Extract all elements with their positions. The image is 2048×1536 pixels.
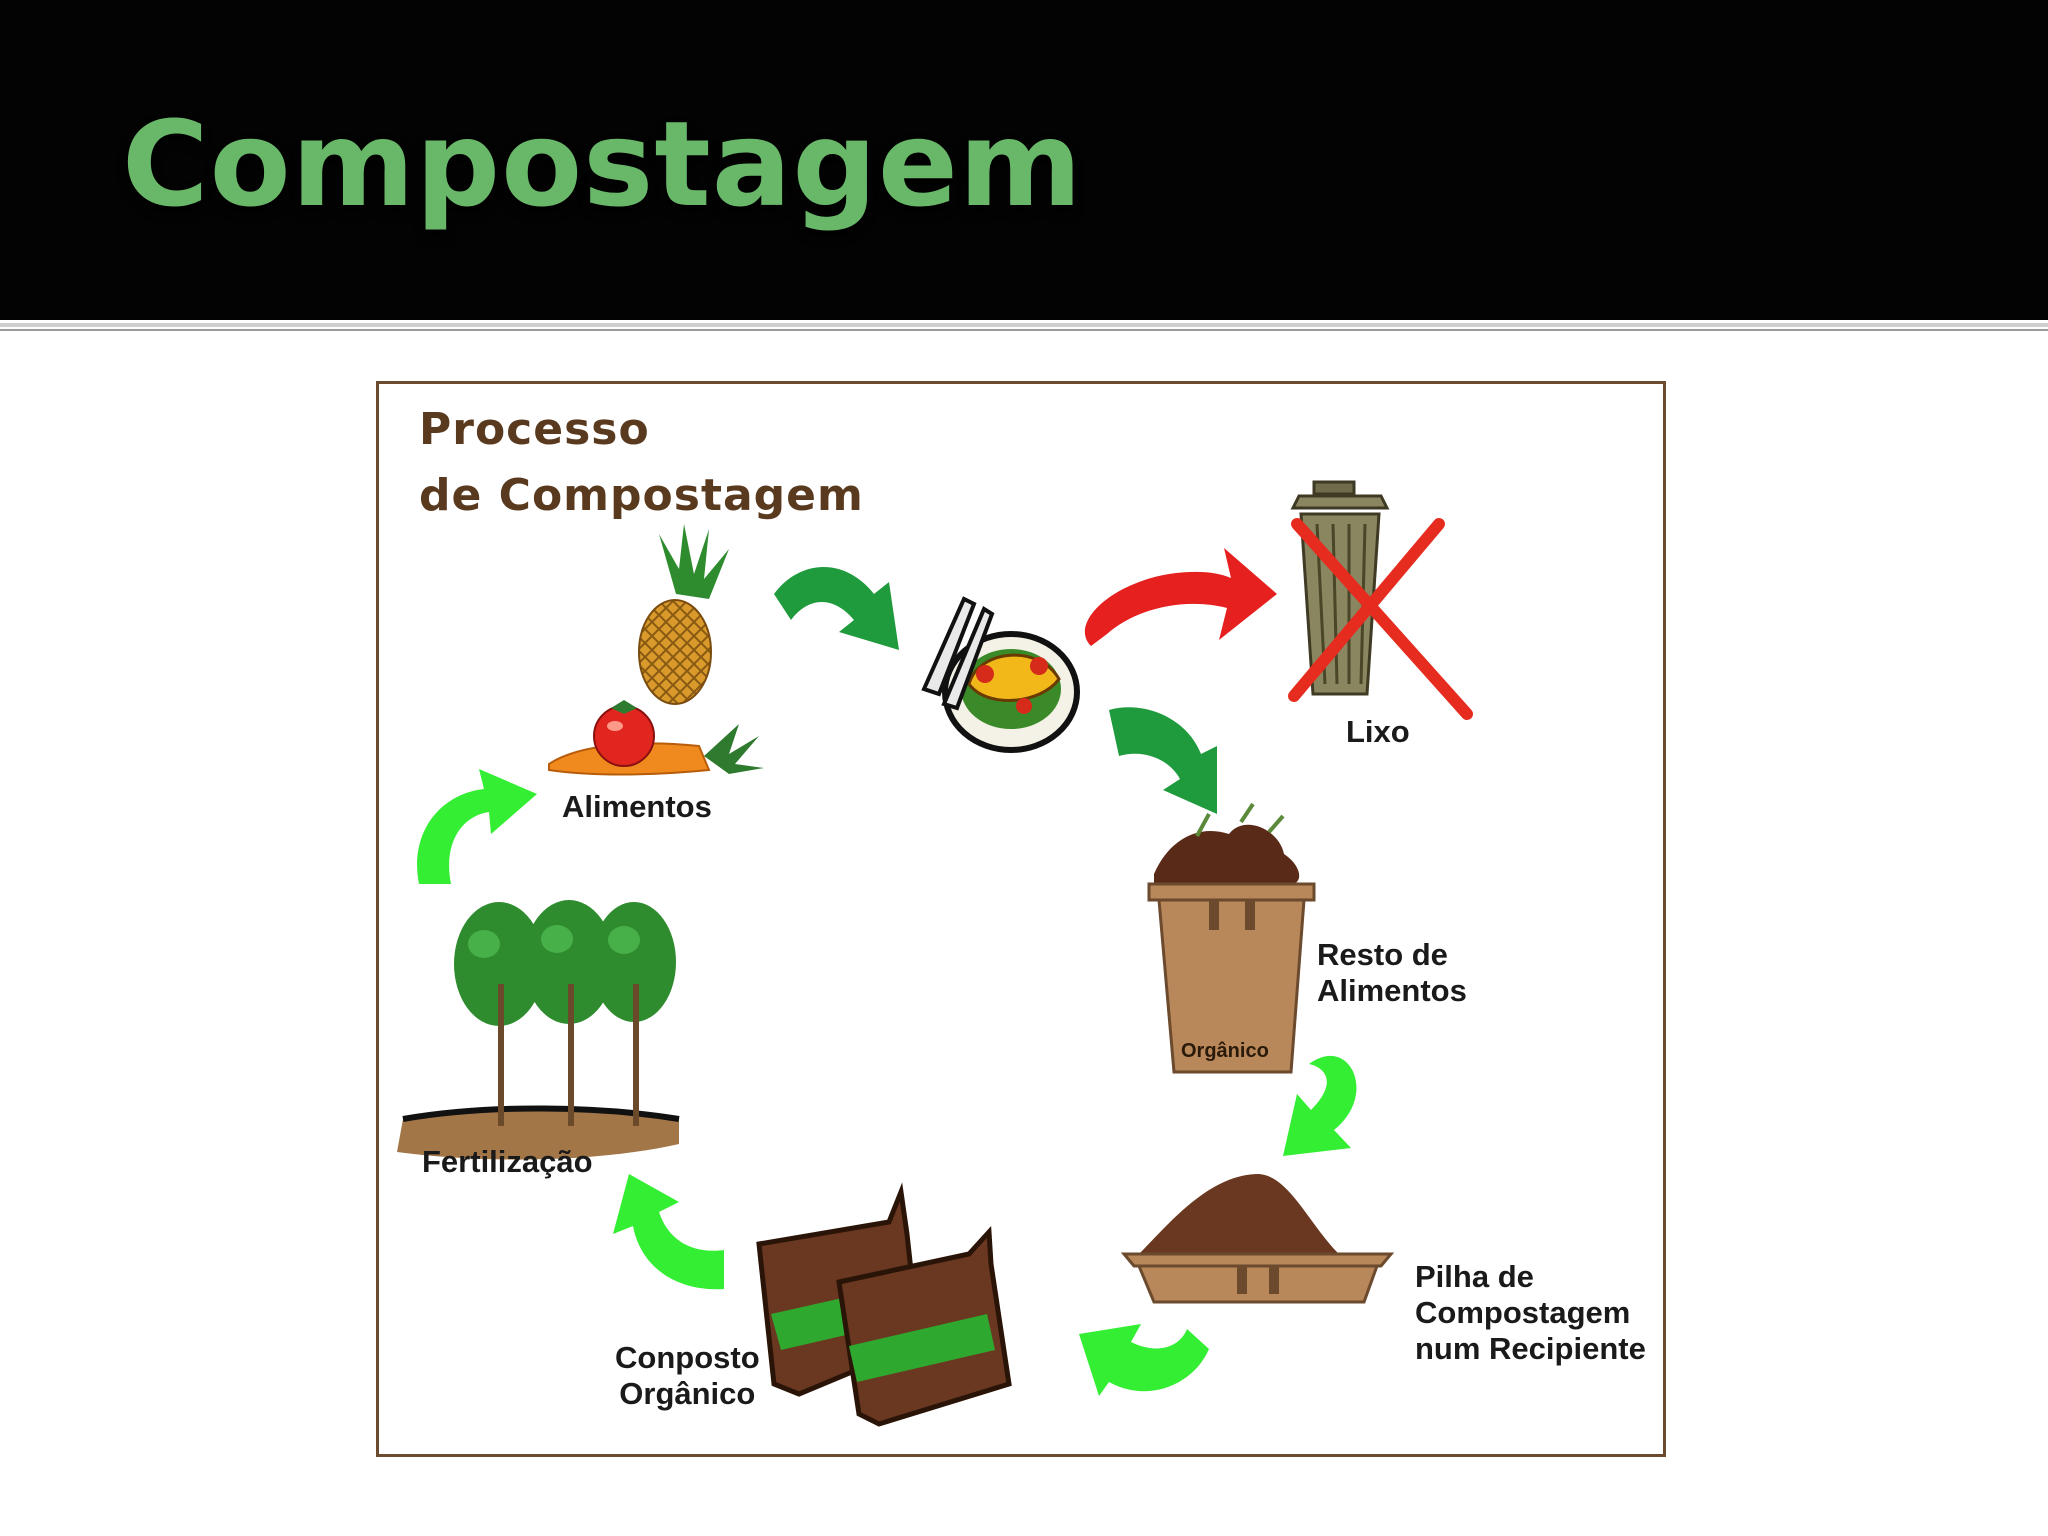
title-bar: Compostagem (0, 0, 2048, 320)
organic-bin-icon (1147, 802, 1316, 1074)
arrow-meal-to-trash (1084, 548, 1277, 646)
label-pilha-de-compostagem: Pilha de Compostagem num Recipiente (1415, 1259, 1646, 1367)
trees-icon (397, 900, 680, 1160)
arrow-pile-to-bags (1079, 1324, 1209, 1396)
label-resto-line1: Resto de (1317, 937, 1448, 972)
diagram-frame: Processo de Compostagem Alimentos Lixo R… (376, 381, 1666, 1457)
label-resto-de-alimentos: Resto de Alimentos (1317, 937, 1467, 1009)
title-divider (0, 323, 2048, 327)
diagram-title-line2: de Compostagem (419, 470, 864, 521)
arrow-bin-to-pile (1283, 1055, 1357, 1156)
label-pilha-line1: Pilha de (1415, 1259, 1534, 1294)
label-resto-line2: Alimentos (1317, 973, 1467, 1008)
label-conposto-organico: Conposto Orgânico (615, 1340, 760, 1412)
compost-pile-icon (1120, 1174, 1395, 1304)
arrow-meal-to-bin (1109, 707, 1217, 814)
label-pilha-line3: num Recipiente (1415, 1331, 1646, 1366)
label-alimentos: Alimentos (562, 789, 712, 824)
label-lixo: Lixo (1346, 714, 1410, 749)
label-organico-bin: Orgânico (1181, 1040, 1269, 1062)
label-conposto-line2: Orgânico (619, 1376, 756, 1411)
label-conposto-line1: Conposto (615, 1340, 760, 1375)
trash-can-icon (1288, 480, 1473, 720)
label-fertilizacao: Fertilização (422, 1144, 593, 1179)
diagram-title-line1: Processo (419, 404, 650, 455)
diagram-artwork (397, 480, 1473, 1427)
arrow-bags-to-trees (613, 1174, 724, 1290)
meal-plate-icon (921, 596, 1080, 753)
compost-bags-icon (756, 1182, 1012, 1427)
slide-title: Compostagem (122, 95, 1083, 233)
arrow-alimentos-to-meal (774, 566, 899, 650)
title-divider-thin (0, 329, 2048, 331)
fruits-vegetables-icon (548, 524, 764, 776)
label-pilha-line2: Compostagem (1415, 1295, 1631, 1330)
arrow-trees-to-alimentos (417, 769, 537, 884)
